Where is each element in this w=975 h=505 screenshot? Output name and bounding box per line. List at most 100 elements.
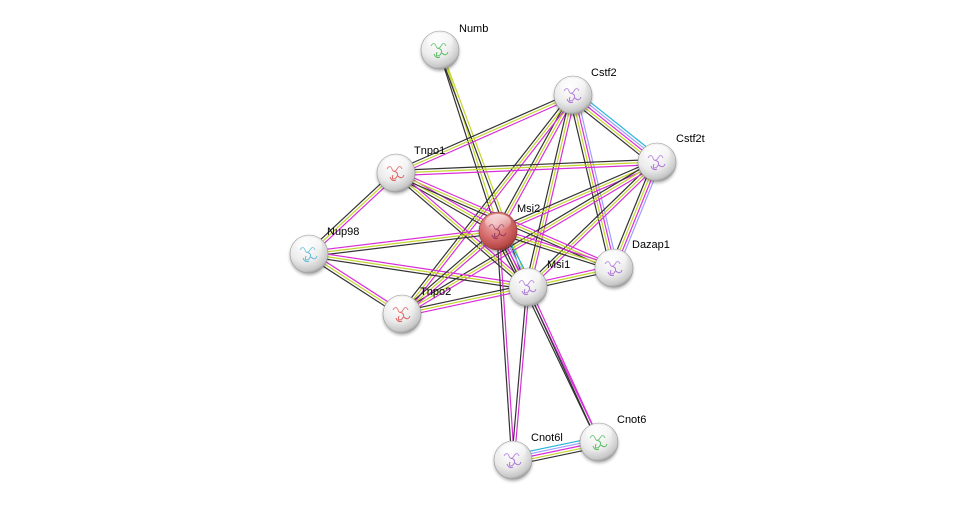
edge-line-textmining bbox=[497, 230, 615, 269]
edge-line-coexpression bbox=[496, 159, 657, 230]
node-cstf2[interactable]: Cstf2 bbox=[553, 67, 617, 115]
node-outline bbox=[637, 142, 677, 182]
edge-msi1-tnpo2[interactable] bbox=[401, 283, 529, 318]
edge-line-textmining bbox=[497, 161, 658, 232]
node-outline bbox=[493, 440, 533, 480]
edge-msi2-cnot6l[interactable] bbox=[496, 230, 515, 461]
edge-line-experiments bbox=[308, 227, 498, 253]
node-msi1[interactable]: Msi1 bbox=[508, 259, 570, 307]
node-outline bbox=[376, 153, 416, 193]
edge-line-coexpression bbox=[401, 283, 528, 313]
edge-line-experiments bbox=[403, 163, 659, 317]
edge-line-experiments bbox=[310, 174, 399, 257]
edge-msi2-cnot6[interactable] bbox=[496, 230, 601, 443]
edge-line-experiments bbox=[528, 286, 601, 442]
edge-cstf2-msi1[interactable] bbox=[524, 94, 577, 288]
edge-line-textmining bbox=[401, 94, 574, 315]
edge-line-textmining bbox=[497, 94, 574, 232]
node-label: Cstf2t bbox=[676, 133, 705, 145]
edge-line-coexpression bbox=[495, 93, 572, 231]
edge-line-coexpression bbox=[524, 94, 572, 287]
edge-line-coexpression bbox=[568, 95, 611, 270]
node-gloss bbox=[644, 145, 670, 161]
edge-msi1-cnot6[interactable] bbox=[526, 286, 601, 443]
edge-line-textmining bbox=[571, 95, 614, 269]
edge-cstf2t-msi2[interactable] bbox=[496, 159, 659, 234]
node-gloss bbox=[383, 156, 409, 172]
edge-line-textmining bbox=[395, 94, 574, 174]
node-cnot6[interactable]: Cnot6 bbox=[579, 414, 646, 462]
edge-msi1-cnot6l[interactable] bbox=[511, 286, 530, 461]
node-gloss bbox=[427, 33, 453, 49]
edge-line-experiments bbox=[498, 230, 515, 460]
edge-line-coexpression bbox=[306, 170, 395, 253]
edge-line-coexpression bbox=[399, 228, 497, 313]
edge-line-textmining bbox=[527, 94, 574, 288]
edge-line-textmining bbox=[395, 172, 529, 288]
node-numb[interactable]: Numb bbox=[420, 23, 488, 70]
edge-line-experiments bbox=[403, 232, 501, 317]
edge-msi2-tnpo2[interactable] bbox=[399, 228, 501, 317]
edge-line-experiments bbox=[396, 163, 658, 177]
edge-line-experiments bbox=[529, 163, 660, 290]
edge-line-experiments bbox=[573, 94, 616, 268]
edge-line-coexpression bbox=[309, 232, 499, 258]
edge-line-coexpression bbox=[609, 160, 654, 267]
edge-nup98-msi2[interactable] bbox=[308, 227, 499, 258]
edge-line-textmining bbox=[308, 172, 397, 255]
edge-line-coexpression bbox=[308, 255, 528, 291]
node-nup98[interactable]: Nup98 bbox=[289, 226, 359, 274]
edge-cstf2-tnpo1[interactable] bbox=[394, 92, 575, 176]
edge-line-coexpression bbox=[497, 232, 614, 272]
node-dazap1[interactable]: Dazap1 bbox=[594, 239, 670, 288]
node-gloss bbox=[601, 251, 627, 267]
node-outline bbox=[382, 294, 422, 334]
node-label: Cnot6l bbox=[531, 432, 563, 444]
node-tnpo2[interactable]: Tnpo2 bbox=[382, 286, 451, 334]
node-gloss bbox=[485, 214, 511, 230]
node-outline bbox=[594, 248, 634, 288]
node-label: Msi1 bbox=[547, 259, 570, 271]
edge-line-experiments bbox=[403, 96, 576, 316]
edge-line-experiments bbox=[498, 227, 615, 267]
edge-line-coexpression bbox=[496, 231, 599, 443]
edge-cstf2-tnpo2[interactable] bbox=[399, 93, 576, 316]
edge-tnpo1-msi1[interactable] bbox=[393, 170, 531, 290]
edge-nup98-msi1[interactable] bbox=[308, 250, 529, 291]
edge-cstf2-dazap1[interactable] bbox=[568, 93, 619, 270]
edge-line-coexpression bbox=[399, 93, 572, 313]
node-outline bbox=[289, 234, 329, 274]
node-gloss bbox=[560, 78, 586, 94]
edge-line-textmining bbox=[401, 286, 529, 315]
node-gloss bbox=[296, 237, 322, 253]
node-cnot6l[interactable]: Cnot6l bbox=[493, 432, 563, 480]
edge-line-experiments bbox=[498, 230, 601, 442]
edge-line-homology bbox=[576, 93, 619, 268]
edge-line-experiments bbox=[529, 95, 577, 288]
edge-line-experiments bbox=[402, 288, 529, 318]
edge-line-textmining bbox=[308, 230, 499, 255]
node-label: Tnpo1 bbox=[414, 145, 445, 157]
edge-line-coexpression bbox=[496, 231, 513, 461]
edge-tnpo1-nup98[interactable] bbox=[306, 170, 399, 257]
node-label: Msi2 bbox=[517, 203, 540, 215]
edge-msi2-dazap1[interactable] bbox=[497, 227, 615, 272]
node-gloss bbox=[586, 425, 612, 441]
node-outline bbox=[478, 211, 518, 251]
edge-cstf2t-msi1[interactable] bbox=[525, 159, 660, 290]
edge-line-coexpression bbox=[400, 159, 656, 313]
edge-line-textmining bbox=[395, 161, 658, 174]
edge-line-coexpression bbox=[394, 92, 573, 172]
node-msi2[interactable]: Msi2 bbox=[478, 203, 540, 251]
edge-line-coexpression bbox=[395, 158, 657, 172]
edge-line-textmining bbox=[401, 230, 499, 315]
edge-line-textmining bbox=[308, 253, 529, 288]
node-tnpo1[interactable]: Tnpo1 bbox=[376, 145, 445, 193]
edge-line-experiments bbox=[513, 287, 530, 461]
edge-line-homology bbox=[617, 163, 662, 270]
node-cstf2t[interactable]: Cstf2t bbox=[637, 133, 705, 182]
edge-line-experiments bbox=[396, 96, 575, 176]
edge-cstf2t-tnpo1[interactable] bbox=[395, 158, 658, 177]
